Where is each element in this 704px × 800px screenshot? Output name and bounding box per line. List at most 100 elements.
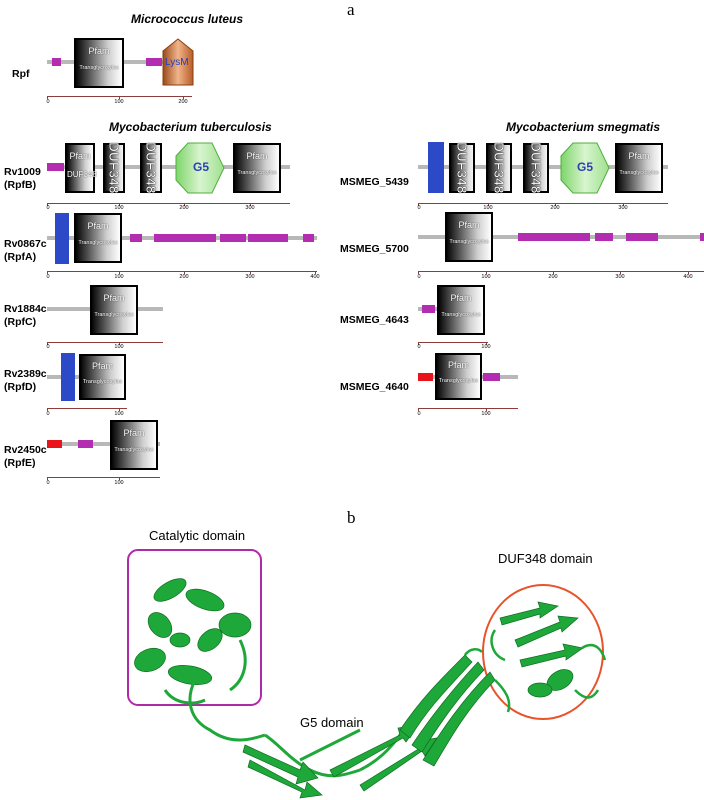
tick — [486, 408, 487, 411]
duf348-domain-circle — [482, 584, 604, 720]
scale-axis — [418, 342, 488, 343]
tick-label: 200 — [178, 99, 188, 105]
pfam-domain: Pfam Transglycosylas — [74, 38, 124, 88]
tick — [620, 271, 621, 274]
motif-magenta — [220, 234, 246, 242]
catalytic-helices — [134, 578, 252, 686]
tick-label: 0 — [46, 480, 50, 486]
tick — [315, 271, 316, 274]
tick-label: 100 — [483, 205, 493, 211]
tick — [418, 203, 419, 206]
scale-axis — [47, 271, 317, 272]
g5-strands — [242, 724, 438, 799]
tick-label: 100 — [114, 344, 124, 350]
signal-peptide — [55, 213, 69, 264]
tick-label: 100 — [481, 411, 491, 417]
motif-magenta — [422, 305, 435, 313]
tick-label: 0 — [46, 344, 50, 350]
tick-label: 100 — [481, 344, 491, 350]
tick-label: 300 — [618, 205, 628, 211]
motif-magenta — [626, 233, 658, 241]
tick-label: 100 — [114, 99, 124, 105]
tick-label: 0 — [46, 274, 50, 280]
scale-axis — [418, 203, 668, 204]
tick — [119, 271, 120, 274]
tick-label: 300 — [245, 274, 255, 280]
motif-magenta — [146, 58, 162, 66]
catalytic-domain-label: Catalytic domain — [149, 528, 246, 543]
tick — [553, 271, 554, 274]
scale-axis — [47, 477, 160, 478]
duf348-structure — [499, 601, 584, 698]
backbone — [47, 165, 290, 169]
scale-axis — [418, 271, 704, 272]
g5-domain — [560, 142, 610, 194]
tick — [119, 342, 120, 345]
motif-magenta — [130, 234, 142, 242]
duf348-domain: DUF348 — [523, 142, 549, 194]
pfam-domain: Pfam Transglycosylas — [90, 285, 138, 335]
tick — [119, 408, 120, 411]
signal-peptide — [428, 142, 444, 193]
tick-label: 200 — [179, 274, 189, 280]
protein-label-msmeg-5439: MSMEG_5439 — [340, 176, 409, 188]
tick-label: 200 — [550, 205, 560, 211]
tick — [47, 477, 48, 480]
tick — [418, 271, 419, 274]
scale-axis — [418, 408, 518, 409]
pfam-domain: Pfam Transglycosylas — [79, 354, 126, 400]
motif-magenta — [303, 234, 314, 242]
tick-label: 0 — [46, 411, 50, 417]
tick — [47, 408, 48, 411]
pfam-domain: Pfam Transglycosylas — [233, 143, 281, 193]
motif-magenta — [184, 234, 216, 242]
pfam-domain: Pfam Transglycosylas — [110, 420, 158, 470]
tick — [47, 342, 48, 345]
duf348-domain: DUF348 — [449, 142, 475, 194]
protein-structure-ribbon — [127, 549, 607, 799]
connector-strands — [399, 654, 496, 767]
tick-label: 100 — [114, 205, 124, 211]
protein-label-msmeg-5700: MSMEG_5700 — [340, 243, 409, 255]
tick — [250, 203, 251, 206]
pfam-domain: Pfam Transglycosylas — [74, 213, 122, 263]
protein-label-rv2450c: Rv2450c (RpfE) — [4, 444, 47, 469]
tick-label: 200 — [548, 274, 558, 280]
tick — [183, 96, 184, 99]
motif-magenta — [518, 233, 590, 241]
tick — [184, 203, 185, 206]
motif-magenta — [595, 233, 613, 241]
signal-peptide — [61, 353, 75, 401]
tick-label: 400 — [683, 274, 693, 280]
species-micrococcus-luteus: Micrococcus luteus — [131, 12, 244, 26]
tick-label: 400 — [310, 274, 320, 280]
tick-label: 0 — [417, 411, 421, 417]
tick-label: 0 — [46, 205, 50, 211]
pfam-domain: Pfam Transglycosylas — [615, 143, 663, 193]
g5-domain — [175, 142, 225, 194]
lysm-pentagon — [162, 38, 194, 86]
tick — [418, 408, 419, 411]
tick — [184, 271, 185, 274]
g5-label: G5 — [577, 160, 594, 174]
duf348-domain: DUF348 — [140, 142, 162, 194]
pfam-domain: Pfam Transglycosylas — [445, 212, 493, 262]
tick-label: 200 — [179, 205, 189, 211]
tick — [488, 203, 489, 206]
tick — [688, 271, 689, 274]
tick — [555, 203, 556, 206]
pfam-domain: Pfam Transglycosylas — [437, 285, 485, 335]
species-mycobacterium-tuberculosis: Mycobacterium tuberculosis — [109, 120, 272, 134]
protein-label-rv2389c: Rv2389c (RpfD) — [4, 368, 47, 393]
duf348-domain-label: DUF348 domain — [498, 551, 593, 566]
motif-magenta — [248, 234, 288, 242]
scale-axis — [47, 203, 290, 204]
protein-label-msmeg-4640: MSMEG_4640 — [340, 381, 409, 393]
protein-label-rpf: Rpf — [12, 68, 30, 80]
tick — [119, 96, 120, 99]
signal-red — [47, 440, 62, 448]
pfam-domain: Pfam Transglycosylas — [435, 353, 482, 400]
protein-label-rv0867c: Rv0867c (RpfA) — [4, 238, 47, 263]
motif-magenta — [52, 58, 61, 66]
motif-magenta — [47, 163, 64, 171]
